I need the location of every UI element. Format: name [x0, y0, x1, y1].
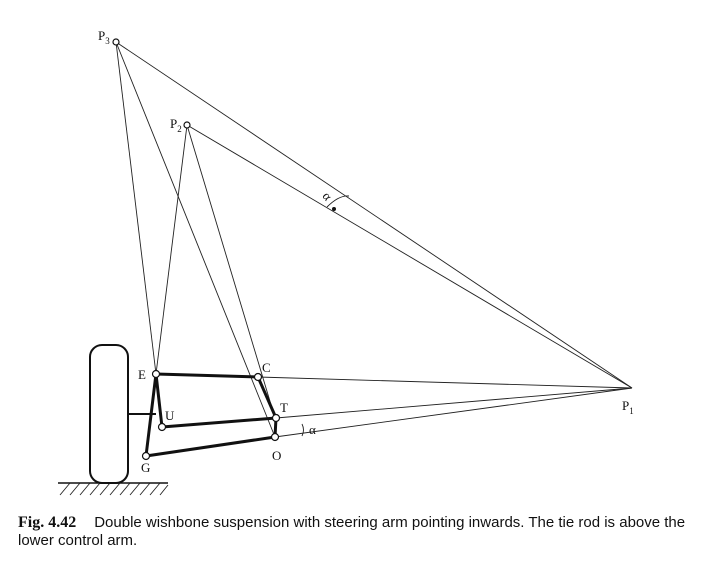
wheel	[89, 344, 129, 484]
lower-angle-arc	[301, 423, 304, 437]
construction-lines	[115, 41, 633, 438]
label-angle-lower: α	[309, 422, 316, 437]
joint-P3	[112, 38, 120, 46]
label-P2: P2	[170, 116, 182, 134]
joint-T	[271, 413, 281, 423]
suspension-diagram: P3 P2 P1 E C U T G O α α	[58, 28, 634, 496]
joint-C	[253, 372, 263, 382]
label-T: T	[280, 400, 288, 415]
label-P3: P3	[98, 28, 110, 46]
label-O: O	[272, 448, 281, 463]
label-G: G	[141, 460, 150, 475]
label-C: C	[262, 360, 271, 375]
upper-angle-arc	[326, 195, 350, 208]
label-E: E	[138, 367, 146, 382]
upper-angle-dot	[332, 207, 336, 211]
label-U: U	[165, 408, 175, 423]
joint-G	[141, 451, 151, 461]
joint-P2	[183, 121, 191, 129]
figure-number: Fig. 4.42	[18, 514, 77, 531]
joint-E	[151, 369, 161, 379]
label-P1: P1	[622, 398, 634, 416]
joint-U	[157, 422, 167, 432]
caption-text: Double wishbone suspension with steering…	[18, 514, 686, 549]
joint-O	[270, 432, 280, 442]
ground	[58, 482, 169, 496]
